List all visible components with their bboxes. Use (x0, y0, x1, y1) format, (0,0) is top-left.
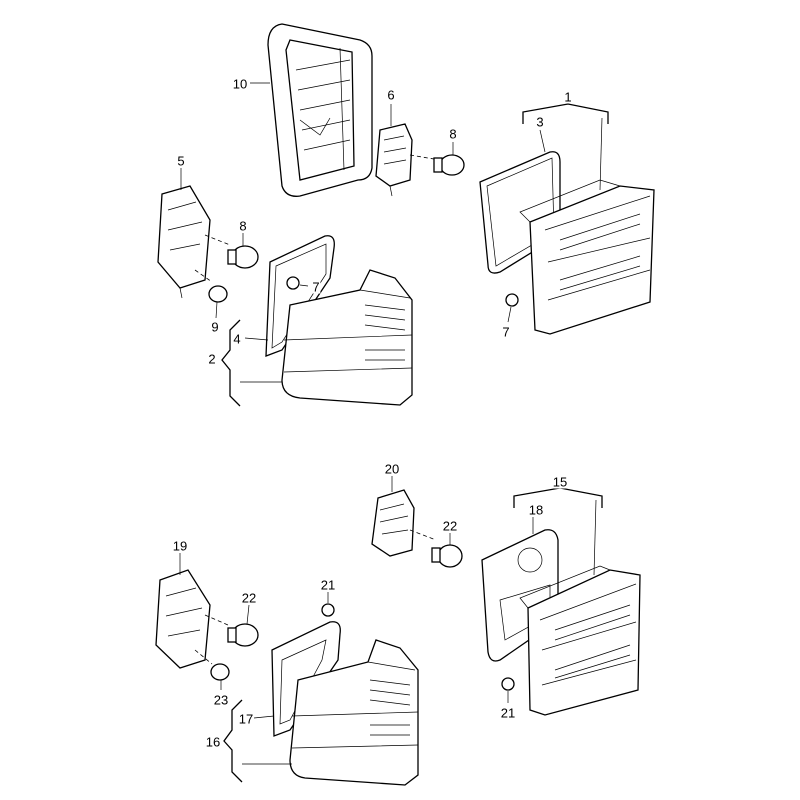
part-7-nut (505, 293, 519, 307)
part-21-nut (501, 677, 515, 691)
callout-23: 23 (212, 692, 230, 708)
part-9-bulb (194, 269, 228, 303)
part-8-bulb (204, 234, 259, 269)
callout-22: 22 (441, 518, 459, 534)
callout-21: 21 (499, 705, 517, 721)
callout-3: 3 (535, 114, 545, 130)
callout-9: 9 (210, 319, 220, 335)
part-7-nut (286, 276, 300, 290)
callout-4: 4 (232, 331, 242, 347)
callout-8: 8 (238, 218, 248, 234)
part-10-trim-frame (267, 23, 373, 197)
part-21-nut (321, 603, 335, 617)
part-6-bulb-holder (375, 123, 413, 197)
callout-21: 21 (319, 577, 337, 593)
part-2-outer-tail-lamp (281, 269, 413, 406)
callout-8: 8 (448, 126, 458, 142)
part-1-inner-tail-lamp (519, 179, 655, 335)
part-19-bulb-holder (155, 569, 211, 669)
callout-15: 15 (551, 474, 569, 490)
callout-16: 16 (204, 734, 222, 750)
part-23-bulb (194, 649, 230, 681)
part-22-bulb (204, 614, 259, 647)
callout-1: 1 (563, 89, 573, 105)
part-8-bulb (409, 154, 465, 176)
callout-7: 7 (311, 279, 321, 295)
part-5-bulb-holder (157, 185, 211, 299)
callout-10: 10 (231, 76, 249, 92)
callout-22: 22 (240, 590, 258, 606)
callout-19: 19 (171, 538, 189, 554)
callout-17: 17 (237, 711, 255, 727)
callout-7: 7 (501, 324, 511, 340)
part-22-bulb (409, 529, 463, 568)
callout-6: 6 (386, 87, 396, 103)
callout-2: 2 (207, 351, 217, 367)
callout-20: 20 (383, 461, 401, 477)
part-20-bulb-holder (371, 489, 415, 557)
part-16-outer-tail-lamp (289, 639, 419, 786)
callout-18: 18 (527, 502, 545, 518)
part-15-inner-tail-lamp (519, 565, 641, 716)
callout-5: 5 (176, 153, 186, 169)
